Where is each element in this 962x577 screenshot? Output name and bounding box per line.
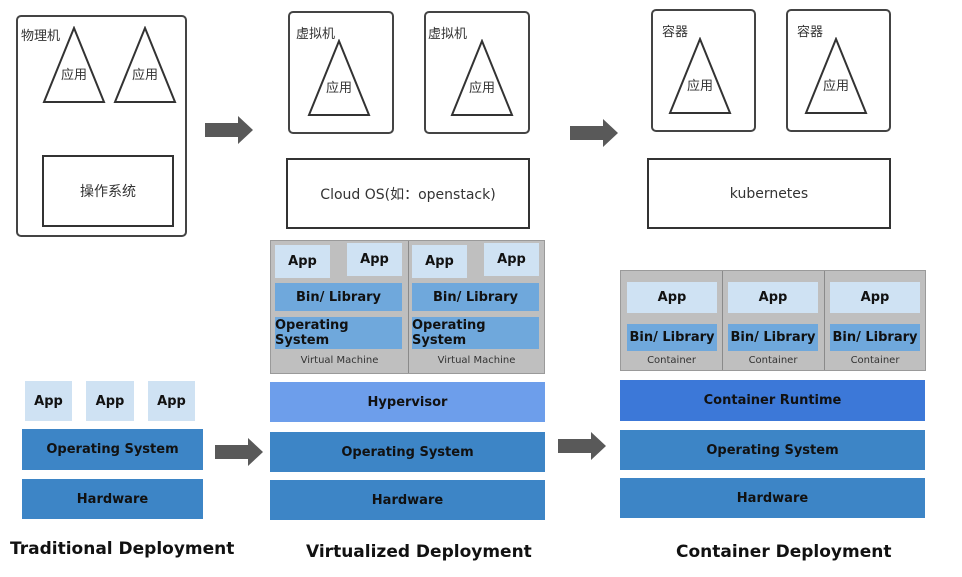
vm-label: 虚拟机	[296, 27, 336, 42]
app-block: App	[347, 243, 402, 276]
traditional-deployment-title: Traditional Deployment	[10, 539, 235, 559]
container-caption: Container	[850, 355, 900, 366]
triangle-shape	[668, 37, 732, 114]
app-block: App	[148, 381, 195, 421]
app-block: App	[275, 245, 330, 278]
bin-library-block: Bin/ Library	[627, 324, 717, 351]
os-layer: Operating System	[22, 429, 203, 470]
arrow-right-icon	[558, 432, 606, 460]
cloud-os-box: Cloud OS(如：openstack)	[286, 158, 530, 229]
app-triangle: 应用	[450, 39, 514, 117]
bin-library-block: Bin/ Library	[275, 283, 402, 311]
physical-machine-label: 物理机	[21, 29, 61, 44]
app-triangle-label: 应用	[822, 79, 849, 94]
vm-caption: Virtual Machine	[300, 355, 379, 366]
container-divider	[824, 271, 825, 370]
app-triangle-label: 应用	[60, 68, 87, 83]
bin-library-block: Bin/ Library	[412, 283, 539, 311]
arrow-right-icon	[570, 119, 618, 147]
triangle-shape	[113, 26, 177, 103]
bin-library-block: Bin/ Library	[728, 324, 818, 351]
app-triangle-label: 应用	[686, 79, 713, 94]
arrow-right-icon	[205, 116, 253, 144]
container-deployment-title: Container Deployment	[676, 542, 892, 562]
guest-os-block: Operating System	[275, 317, 402, 349]
os-layer: Operating System	[270, 432, 545, 472]
app-triangle-label: 应用	[325, 81, 352, 96]
guest-os-block: Operating System	[412, 317, 539, 349]
app-block: App	[412, 245, 467, 278]
triangle-shape	[42, 26, 106, 103]
app-triangle: 应用	[307, 39, 371, 117]
hardware-layer: Hardware	[620, 478, 925, 518]
virtualized-deployment-title: Virtualized Deployment	[306, 542, 532, 562]
app-block: App	[484, 243, 539, 276]
app-block: App	[627, 282, 717, 313]
app-triangle: 应用	[804, 37, 868, 115]
app-triangle-label: 应用	[468, 81, 495, 96]
vm-divider	[408, 241, 409, 373]
app-triangle: 应用	[668, 37, 732, 115]
app-block: App	[830, 282, 920, 313]
vm-caption: Virtual Machine	[437, 355, 516, 366]
triangle-shape	[307, 39, 371, 116]
arrow-right-icon	[215, 438, 263, 466]
containers-panel: App Bin/ Library Container App Bin/ Libr…	[620, 270, 926, 371]
hardware-layer: Hardware	[270, 480, 545, 520]
container-label: 容器	[797, 25, 824, 40]
app-triangle: 应用	[42, 26, 106, 104]
container-label: 容器	[662, 25, 689, 40]
triangle-shape	[450, 39, 514, 116]
app-triangle-label: 应用	[131, 68, 158, 83]
triangle-shape	[804, 37, 868, 114]
app-block: App	[25, 381, 72, 421]
kubernetes-box: kubernetes	[647, 158, 891, 229]
bin-library-block: Bin/ Library	[830, 324, 920, 351]
hypervisor-layer: Hypervisor	[270, 382, 545, 422]
virtual-machines-panel: App App Bin/ Library Operating System Vi…	[270, 240, 545, 374]
container-runtime-layer: Container Runtime	[620, 380, 925, 421]
container-caption: Container	[748, 355, 798, 366]
app-block: App	[728, 282, 818, 313]
hardware-layer: Hardware	[22, 479, 203, 519]
container-divider	[722, 271, 723, 370]
os-box: 操作系统	[42, 155, 174, 227]
vm-label: 虚拟机	[428, 27, 468, 42]
container-caption: Container	[647, 355, 696, 366]
app-block: App	[86, 381, 134, 421]
app-triangle: 应用	[113, 26, 177, 104]
os-layer: Operating System	[620, 430, 925, 470]
